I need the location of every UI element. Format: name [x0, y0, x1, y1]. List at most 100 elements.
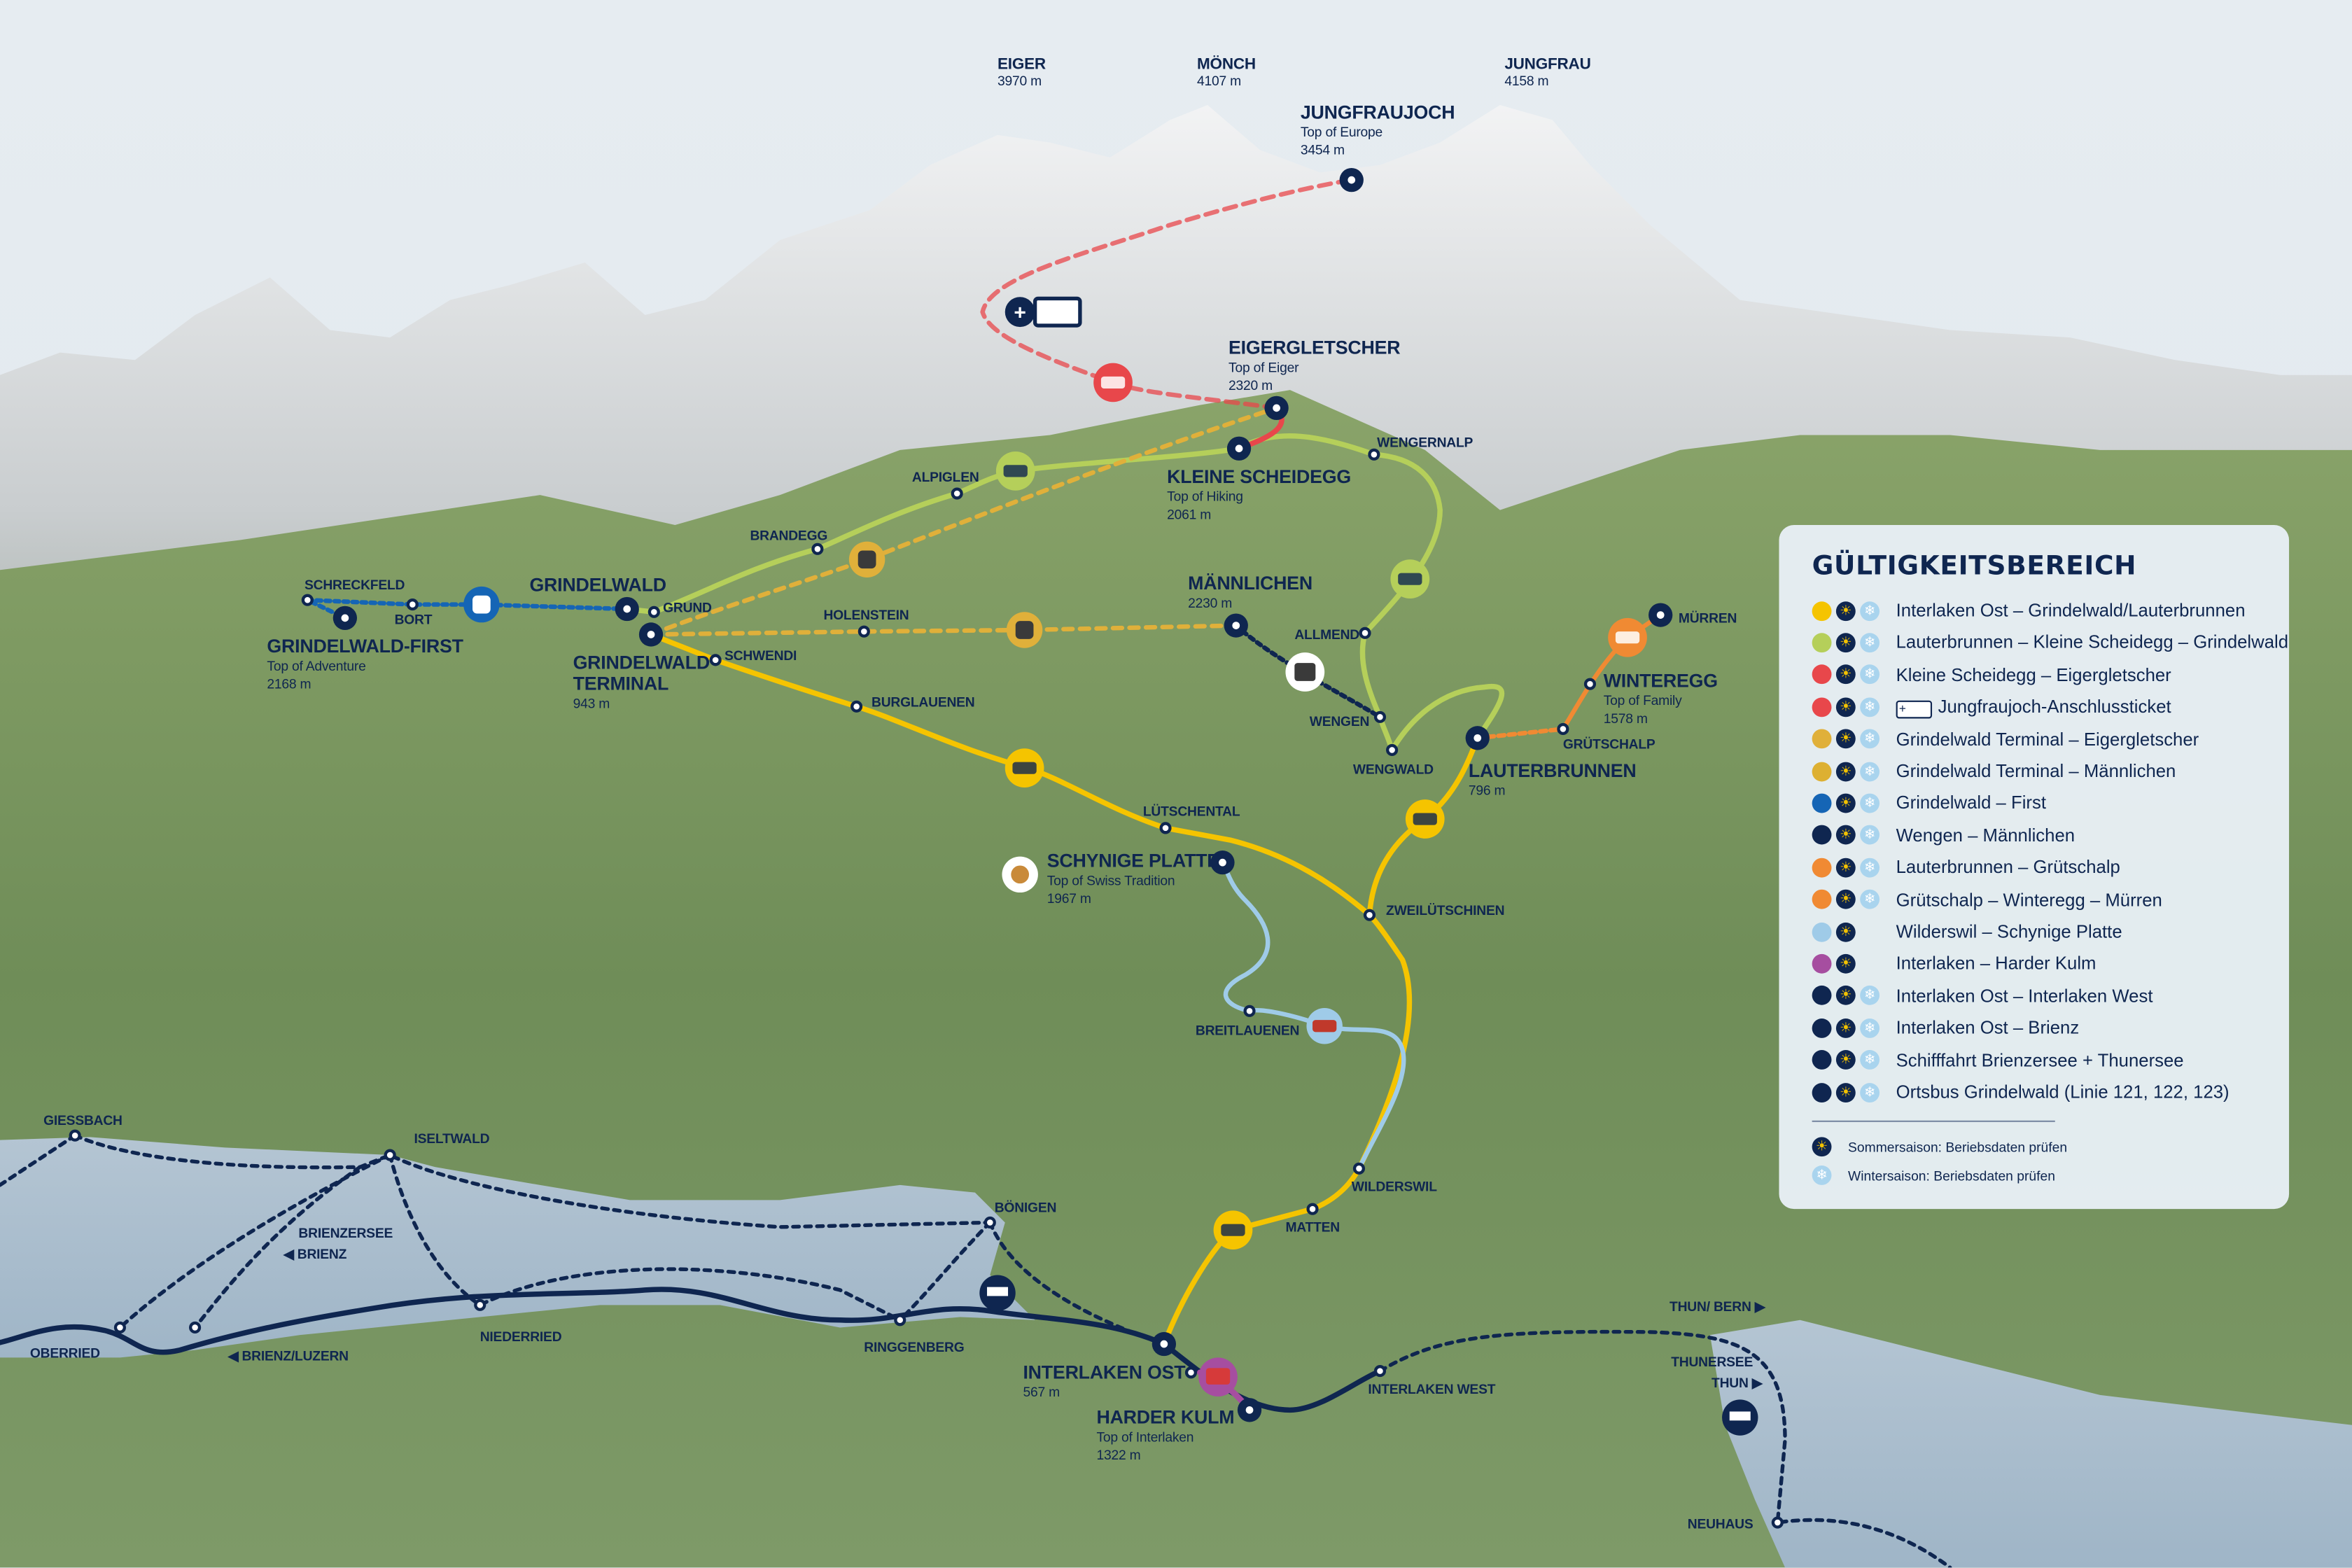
label-bort: BORT: [395, 612, 433, 627]
legend-item: ☀❄Lauterbrunnen – Kleine Scheidegg – Gri…: [1812, 628, 2288, 658]
legend-item-text: Schifffahrt Brienzersee + Thunersee: [1896, 1049, 2184, 1071]
label-thun-bern: THUN/ BERN ▶: [1670, 1300, 1766, 1315]
boat-icon: [979, 1275, 1016, 1311]
legend-item-label: Grindelwald – First: [1896, 792, 2046, 813]
label-iseltwald: ISELTWALD: [414, 1132, 489, 1147]
legend-item-label: Grütschalp – Winteregg – Mürren: [1896, 889, 2162, 910]
sun-icon: ☀: [1835, 696, 1856, 717]
station-altitude: 943 m: [573, 696, 610, 711]
sun-icon: ☀: [1835, 633, 1856, 652]
label-maennlichen: MÄNNLICHEN 2230 m: [1188, 573, 1312, 611]
route-color-swatch: [1812, 729, 1832, 749]
peak-jungfrau-alt: 4158 m: [1504, 74, 1548, 89]
snowflake-icon: ❄: [1812, 1166, 1832, 1185]
label-jungfraujoch: JUNGFRAUJOCH Top of Europe 3454 m: [1301, 102, 1455, 158]
label-interlaken-ost: INTERLAKEN OST 567 m: [1023, 1362, 1186, 1400]
legend-item: ☀❄Interlaken Ost – Interlaken West: [1812, 981, 2152, 1011]
legend-item-text: Lauterbrunnen – Grütschalp: [1896, 856, 2120, 878]
legend-title: GÜLTIGKEITSBEREICH: [1812, 552, 2137, 582]
snowflake-icon: ❄: [1860, 696, 1880, 717]
label-schreckfeld: SCHRECKFELD: [304, 578, 405, 593]
label-niederried: NIEDERRIED: [480, 1330, 562, 1345]
legend-item-text: Kleine Scheidegg – Eigergletscher: [1896, 664, 2171, 685]
label-grindelwald: GRINDELWALD: [529, 574, 666, 595]
train-icon: [1608, 617, 1647, 657]
train-icon: [1093, 363, 1133, 402]
label-lauterbrunnen: LAUTERBRUNNEN 796 m: [1469, 760, 1637, 799]
station-name: GRINDELWALD-FIRST: [267, 636, 463, 657]
route-gold-eiger-express[interactable]: [648, 405, 1279, 637]
snowflake-icon: ❄: [1860, 1018, 1880, 1038]
label-kleine-scheidegg: KLEINE SCHEIDEGG Top of Hiking 2061 m: [1167, 466, 1351, 522]
route-gold-maennlichen[interactable]: [648, 623, 1238, 637]
label-grindelwald-first: GRINDELWALD-FIRST Top of Adventure 2168 …: [267, 636, 463, 692]
brienzersee-lake: [0, 1137, 1035, 1358]
station-name: JUNGFRAUJOCH: [1301, 102, 1455, 122]
route-jungfraujoch-ticket[interactable]: [980, 177, 1354, 411]
route-interlaken-west-rail[interactable]: [1161, 1341, 1383, 1413]
ticket-icon: +: [1896, 700, 1933, 718]
gondola-icon: [463, 586, 500, 623]
station-tagline: Top of Swiss Tradition: [1047, 874, 1175, 888]
legend-item: ☀Wilderswil – Schynige Platte: [1812, 916, 2122, 946]
label-brandegg: BRANDEGG: [750, 528, 827, 543]
legend-item: ☀❄Lauterbrunnen – Grütschalp: [1812, 853, 2120, 883]
sun-icon: ☀: [1835, 1050, 1856, 1070]
train-icon: [1405, 799, 1445, 839]
legend-item-text: Grindelwald – First: [1896, 792, 2046, 814]
station-name: SCHYNIGE PLATTE: [1047, 850, 1219, 872]
legend-panel: GÜLTIGKEITSBEREICH ☀❄Interlaken Ost – Gr…: [1779, 525, 2290, 1210]
station-altitude: 2061 m: [1167, 507, 1211, 522]
snowflake-icon: ❄: [1860, 793, 1880, 813]
station-altitude: 2168 m: [267, 678, 311, 692]
legend-item: ☀❄Kleine Scheidegg – Eigergletscher: [1812, 659, 2171, 690]
label-zweiluetschinen: ZWEILÜTSCHINEN: [1386, 904, 1504, 918]
legend-item-label: Grindelwald Terminal – Eigergletscher: [1896, 729, 2199, 750]
legend-item-text: Grütschalp – Winteregg – Mürren: [1896, 888, 2162, 910]
label-grund: GRUND: [663, 601, 712, 615]
route-orange-gruetschalp[interactable]: [1475, 727, 1566, 741]
legend-item: ☀❄Grindelwald Terminal – Eigergletscher: [1812, 724, 2199, 754]
station-name: WINTEREGG: [1604, 670, 1718, 691]
station-name: EIGERGLETSCHER: [1228, 337, 1400, 358]
station-altitude: 2320 m: [1228, 379, 1273, 393]
legend-item-label: Lauterbrunnen – Grütschalp: [1896, 857, 2120, 878]
sun-icon: ☀: [1835, 793, 1856, 813]
station-name: TERMINAL: [573, 673, 669, 694]
label-wengwald: WENGWALD: [1353, 763, 1434, 778]
station-altitude: 796 m: [1469, 784, 1505, 799]
svg-text:+: +: [1014, 301, 1026, 324]
sun-icon: ☀: [1835, 1018, 1856, 1038]
route-brienz-rail[interactable]: [0, 1287, 1167, 1355]
sun-icon: ☀: [1812, 1137, 1832, 1157]
label-winteregg: WINTEREGG Top of Family 1578 m: [1604, 670, 1718, 726]
label-ringgenberg: RINGGENBERG: [864, 1340, 964, 1355]
route-color-swatch: [1812, 825, 1832, 846]
route-color-swatch: [1812, 601, 1832, 621]
peak-eiger-alt: 3970 m: [997, 74, 1042, 89]
stop-markers: [69, 168, 1784, 1529]
legend-item-label: Interlaken Ost – Grindelwald/Lauterbrunn…: [1896, 600, 2246, 621]
route-color-swatch: [1812, 858, 1832, 877]
spacer: [1860, 922, 1879, 941]
station-altitude: 1967 m: [1047, 892, 1091, 906]
legend-item-text: Interlaken Ost – Grindelwald/Lauterbrunn…: [1896, 600, 2246, 622]
snowflake-icon: ❄: [1860, 729, 1880, 749]
peak-moench-alt: 4107 m: [1197, 74, 1241, 89]
route-yellow-grindelwald[interactable]: [648, 631, 1413, 1347]
legend-item-text: Wengen – Männlichen: [1896, 825, 2076, 846]
snowflake-icon: ❄: [1860, 664, 1880, 685]
sun-icon: ☀: [1835, 921, 1856, 941]
snowflake-icon: ❄: [1860, 761, 1880, 781]
train-icon: [1213, 1210, 1253, 1250]
station-tagline: Top of Eiger: [1228, 360, 1299, 375]
route-thunersee-boat[interactable]: [1378, 1329, 1952, 1568]
legend-item-label: Interlaken – Harder Kulm: [1896, 953, 2096, 974]
cable-car-icon: [1285, 652, 1325, 692]
label-harder-kulm: HARDER KULM Top of Interlaken 1322 m: [1096, 1407, 1234, 1463]
station-name: INTERLAKEN OST: [1023, 1362, 1186, 1382]
snowflake-icon: ❄: [1860, 889, 1880, 909]
peak-eiger-name: EIGER: [997, 55, 1046, 73]
spacer: [1860, 954, 1879, 974]
